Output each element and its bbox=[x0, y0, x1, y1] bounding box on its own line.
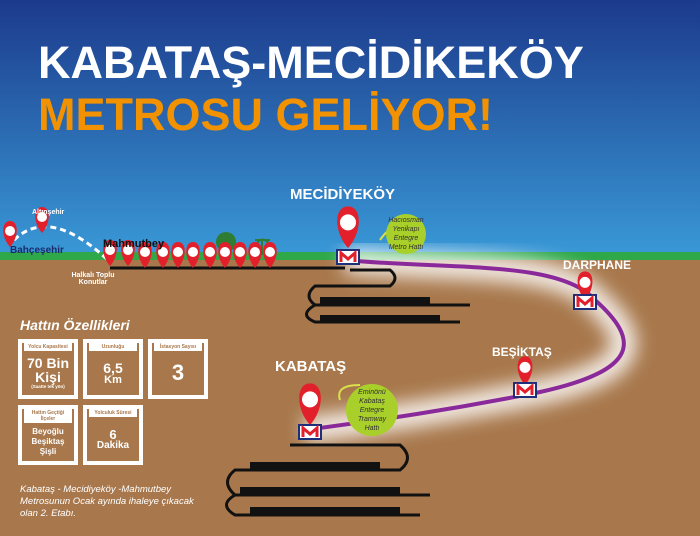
label-halkali: Halkalı Toplu Konutlar bbox=[71, 272, 115, 286]
bubble-line: Metro Hattı bbox=[388, 244, 424, 251]
label-altinsehir: Altınşehir bbox=[32, 209, 65, 216]
feature-value: Dakika bbox=[96, 439, 130, 451]
footnote: Kabataş - Mecidiyeköy -Mahmutbey Metrosu… bbox=[20, 484, 194, 519]
feature-value: Kişi bbox=[35, 369, 61, 385]
station-label-kabatas: KABATAŞ bbox=[275, 358, 347, 375]
title-line-1: KABATAŞ-MECİDİKEKÖY bbox=[38, 37, 584, 88]
bubble-line: Kabataş bbox=[359, 397, 385, 405]
dashed-extension-line bbox=[12, 225, 112, 264]
feature-value: 6 bbox=[109, 426, 117, 442]
feature-value: Şişli bbox=[39, 447, 57, 456]
bubble-line: Entegre bbox=[359, 406, 385, 414]
feature-label: Uzunluğu bbox=[89, 343, 137, 351]
feature-label: Yolcu Kapasitesi bbox=[24, 343, 72, 351]
trains bbox=[240, 297, 440, 515]
feature-label: Yolculuk Süresi bbox=[89, 409, 137, 417]
feature-value: 6,5 bbox=[103, 359, 123, 376]
station-label-mecidiyekoy: MECİDİYEKÖY bbox=[290, 186, 396, 203]
feature-value: Beyoğlu bbox=[32, 427, 64, 436]
feature-sub: (Saatte tek yön) bbox=[31, 384, 65, 389]
bubble-line: Eminönü bbox=[358, 388, 386, 396]
bubble-line: Entegre bbox=[393, 235, 419, 242]
bubble-line: Hacıosman bbox=[388, 217, 424, 224]
label-bahcesehir: Bahçeşehir bbox=[10, 245, 64, 256]
feature-value: 70 Bin bbox=[26, 355, 69, 371]
bubble-line: Hattı bbox=[364, 424, 380, 432]
station-label-darphane: DARPHANE bbox=[563, 258, 632, 272]
feature-value: Beşiktaş bbox=[31, 437, 65, 446]
bubble-line: Tramway bbox=[357, 415, 387, 423]
feature-label: Hattın Geçtiği İlçeler bbox=[24, 409, 72, 423]
kabatas-marker bbox=[297, 383, 323, 441]
feature-value: 3 bbox=[171, 360, 185, 385]
features-heading: Hattın Özellikleri bbox=[20, 317, 130, 333]
station-label-besiktas: BEŞİKTAŞ bbox=[492, 345, 552, 359]
title-line-2: METROSU GELİYOR! bbox=[38, 89, 494, 140]
feature-box-stations: İstasyon Sayısı 3 bbox=[148, 339, 208, 399]
mecidiyekoy-marker bbox=[335, 206, 361, 266]
feature-value: Km bbox=[104, 373, 122, 386]
feature-label: İstasyon Sayısı bbox=[154, 343, 202, 351]
metro-route-line bbox=[304, 258, 626, 432]
label-mahmutbey: Mahmutbey bbox=[103, 238, 165, 250]
bubble-line: Yenikapı bbox=[392, 226, 420, 233]
